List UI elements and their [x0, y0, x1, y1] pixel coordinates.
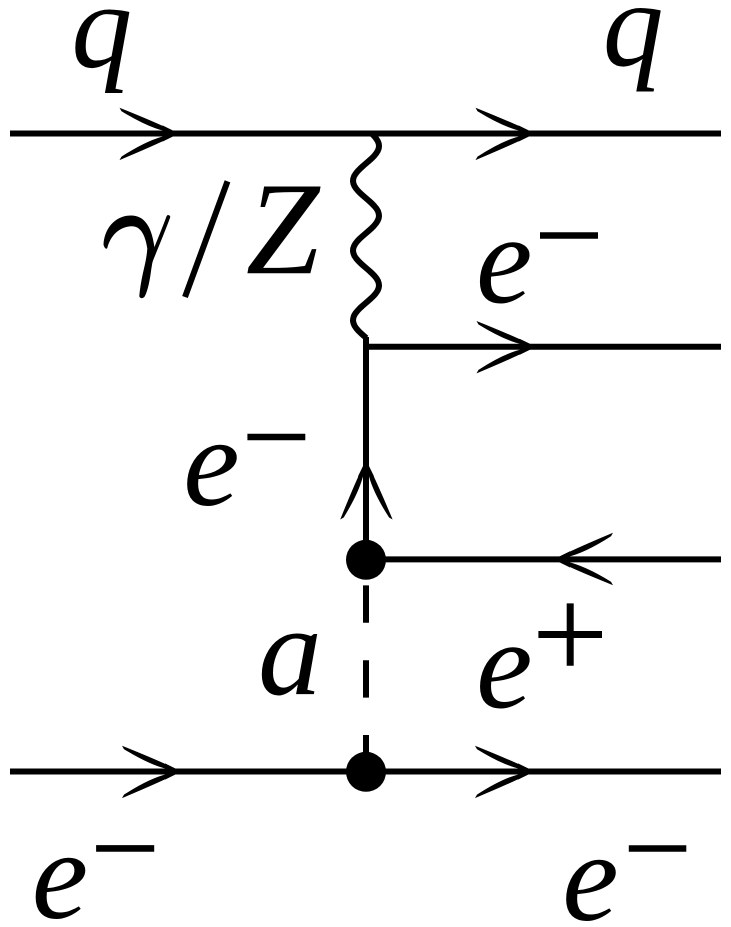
svg-text:a: a: [258, 580, 322, 722]
svg-text:e: e: [562, 808, 618, 927]
svg-text:q: q: [603, 0, 664, 93]
svg-text:e: e: [476, 596, 532, 736]
svg-text:Z: Z: [246, 155, 321, 302]
svg-text:e: e: [183, 393, 239, 533]
svg-text:e: e: [476, 191, 532, 331]
svg-text:e: e: [32, 806, 88, 927]
svg-text:q: q: [71, 0, 132, 94]
